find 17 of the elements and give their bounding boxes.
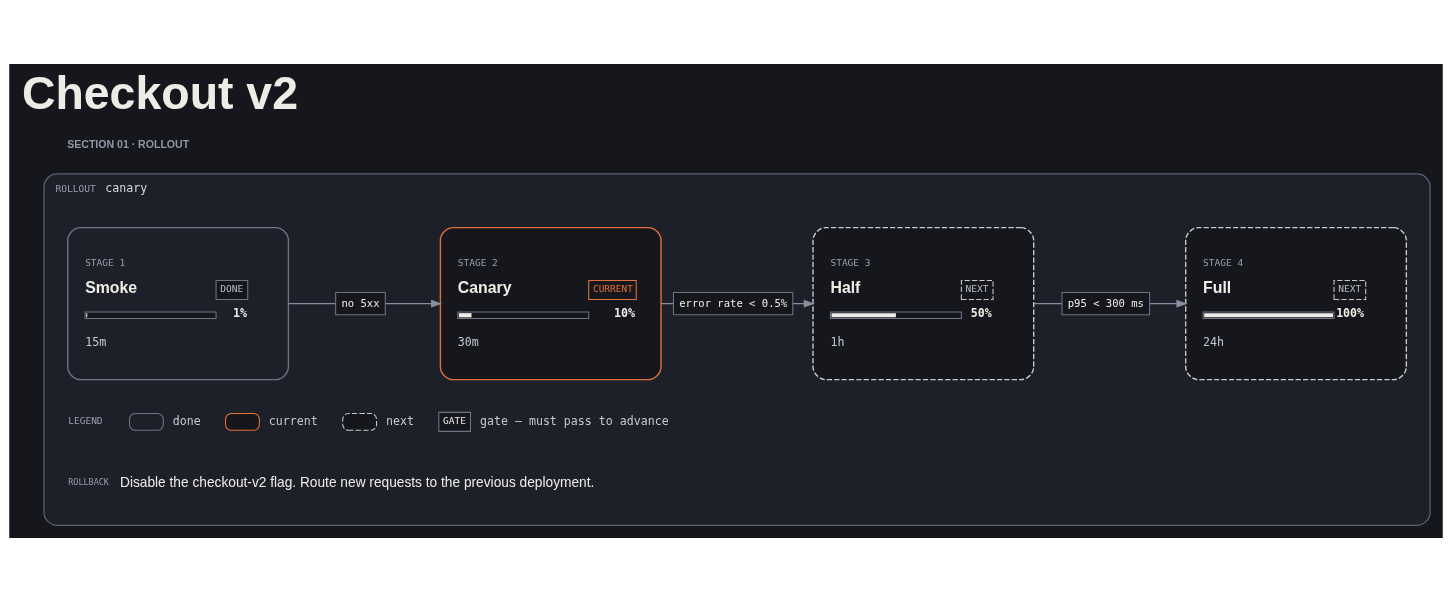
edge-label: no 5xx — [341, 296, 380, 309]
diagram-title: Checkout v2 — [21, 66, 299, 119]
label: SECTION 01 · ROLLOUT — [67, 137, 190, 150]
label: GATE — [443, 415, 466, 427]
edge-label: p95 < 300 ms — [1067, 296, 1144, 309]
legend-label: done — [172, 413, 201, 428]
legend-label: current — [268, 413, 318, 428]
label: LEGEND — [68, 415, 103, 427]
node-box: STAGE 3 Half NEXT 50% 1h — [812, 226, 1035, 381]
label: ROLLBACK — [68, 477, 109, 488]
node-box: STAGE 1 Smoke DONE 1% 15m — [67, 226, 290, 381]
node-box: STAGE 4 Full NEXT 100% 24h — [1185, 226, 1408, 381]
legend-label: next — [386, 413, 414, 428]
edge-label: error rate < 0.5% — [679, 296, 788, 309]
legend-label: gate — must pass to advance — [479, 413, 669, 428]
node-box: STAGE 2 Canary CURRENT 10% 30m — [439, 226, 662, 381]
label: Disable the checkout-v2 flag. Route new requests to the previous deployment. — [120, 474, 595, 490]
